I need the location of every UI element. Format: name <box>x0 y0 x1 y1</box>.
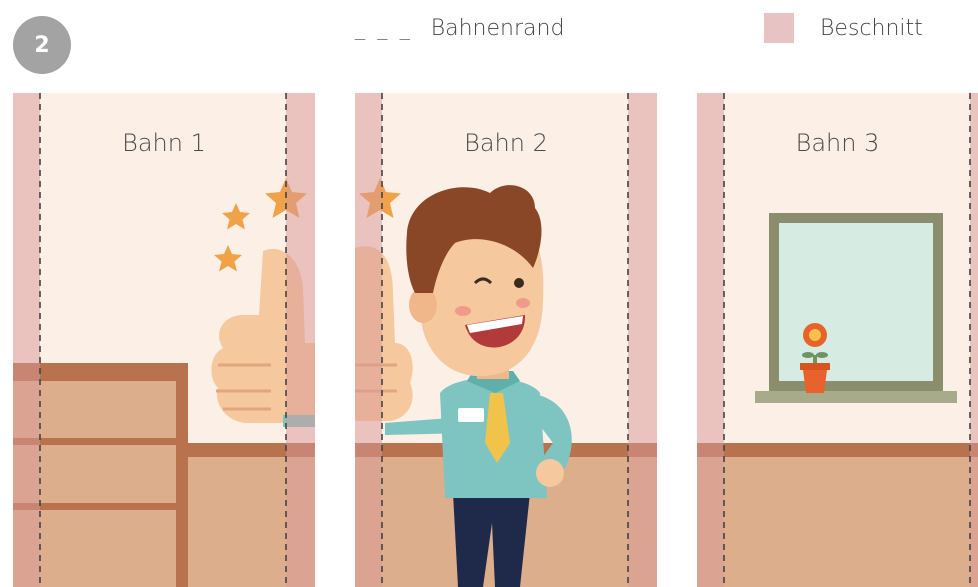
panel-bahn-1: Bahn 1 <box>13 93 315 587</box>
bleed-swatch-icon <box>764 13 794 43</box>
window-icon <box>755 213 957 403</box>
legend-bleed: Beschnitt <box>764 8 923 48</box>
panel-bahn-2: Bahn 2 <box>355 93 657 587</box>
dashed-line-icon: _ _ _ <box>355 16 413 40</box>
panel-bahn-3: Bahn 3 <box>697 93 978 587</box>
panel-title: Bahn 2 <box>355 129 657 157</box>
legend-edge-label: Bahnenrand <box>431 16 565 41</box>
panel-1-illustration <box>13 93 315 587</box>
panel-title: Bahn 1 <box>13 129 315 157</box>
panel-3-illustration <box>697 93 978 587</box>
legend-bleed-label: Beschnitt <box>820 16 923 41</box>
legend-edge: _ _ _ Bahnenrand <box>355 8 564 48</box>
step-number-badge: 2 <box>13 16 71 74</box>
panel-2-illustration <box>355 93 657 587</box>
star-icon <box>222 203 250 230</box>
star-icon <box>214 245 242 272</box>
panel-title: Bahn 3 <box>697 129 978 157</box>
